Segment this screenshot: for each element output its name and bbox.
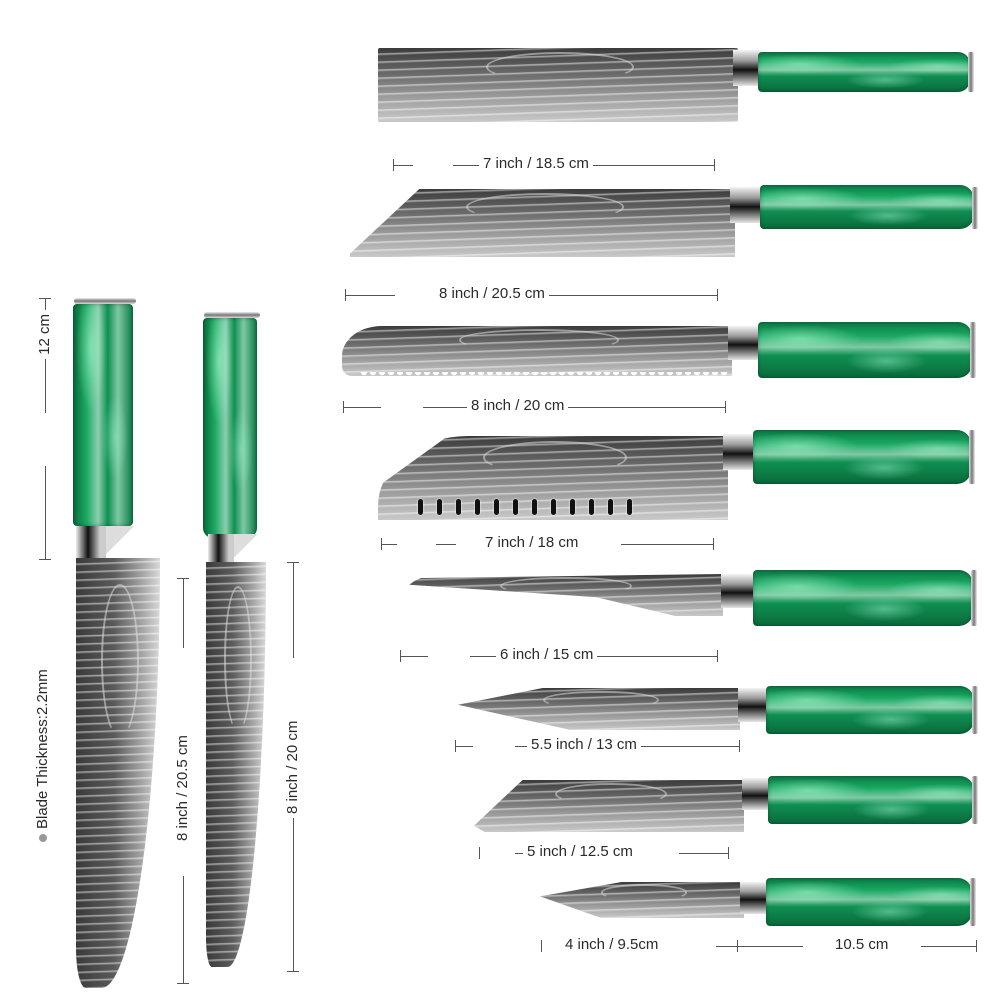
slicing-knife-size-label: 8 inch / 20 cm bbox=[284, 716, 301, 818]
paring-size-label: 4 inch / 9.5cm bbox=[561, 936, 663, 953]
blade-thickness-label: Blade Thickness:2.2mm bbox=[34, 669, 51, 829]
santoku-size-label: 7 inch / 18 cm bbox=[481, 534, 583, 551]
paring-dimension: 4 inch / 9.5cm 10.5 cm bbox=[541, 936, 977, 953]
nakiri-size-label: 7 inch / 18.5 cm bbox=[479, 155, 593, 172]
chef-knife-upright bbox=[70, 298, 170, 998]
kiritsuke-knife bbox=[350, 183, 980, 263]
santoku-knife bbox=[378, 428, 978, 523]
kiritsuke-size-label: 8 inch / 20.5 cm bbox=[435, 285, 549, 302]
granton-dimples bbox=[418, 499, 632, 515]
small-santoku-knife bbox=[474, 774, 979, 834]
nakiri-dimension: 7 inch / 18.5 cm bbox=[393, 155, 715, 172]
bread-knife bbox=[340, 320, 980, 390]
utility-knife bbox=[458, 684, 978, 739]
utility-dimension: 5.5 inch / 13 cm bbox=[455, 736, 740, 753]
kiritsuke-dimension: 8 inch / 20.5 cm bbox=[345, 285, 718, 302]
chef-knife-dimension bbox=[176, 578, 190, 984]
small-santoku-size-label: 5 inch / 12.5 cm bbox=[523, 843, 637, 860]
boning-knife bbox=[405, 568, 980, 643]
bread-dimension: 8 inch / 20 cm bbox=[343, 397, 726, 414]
small-santoku-dimension: 5 inch / 12.5 cm bbox=[479, 843, 729, 860]
utility-size-label: 5.5 inch / 13 cm bbox=[527, 736, 641, 753]
paring-handle-length-label: 10.5 cm bbox=[831, 936, 893, 953]
nakiri-knife bbox=[378, 46, 978, 126]
boning-dimension: 6 inch / 15 cm bbox=[400, 646, 718, 663]
slicing-knife-dimension bbox=[286, 562, 300, 972]
chef-knife-size-label: 8 inch / 20.5 cm bbox=[174, 731, 191, 845]
bread-size-label: 8 inch / 20 cm bbox=[467, 397, 569, 414]
blade-thickness-note: Blade Thickness:2.2mm bbox=[34, 669, 51, 842]
paring-knife bbox=[540, 876, 980, 931]
bullet-dot-icon bbox=[39, 834, 48, 842]
slicing-knife-upright bbox=[200, 312, 280, 972]
boning-size-label: 6 inch / 15 cm bbox=[496, 646, 598, 663]
handle-length-label: 12 cm bbox=[36, 310, 53, 359]
santoku-dimension: 7 inch / 18 cm bbox=[381, 534, 714, 551]
